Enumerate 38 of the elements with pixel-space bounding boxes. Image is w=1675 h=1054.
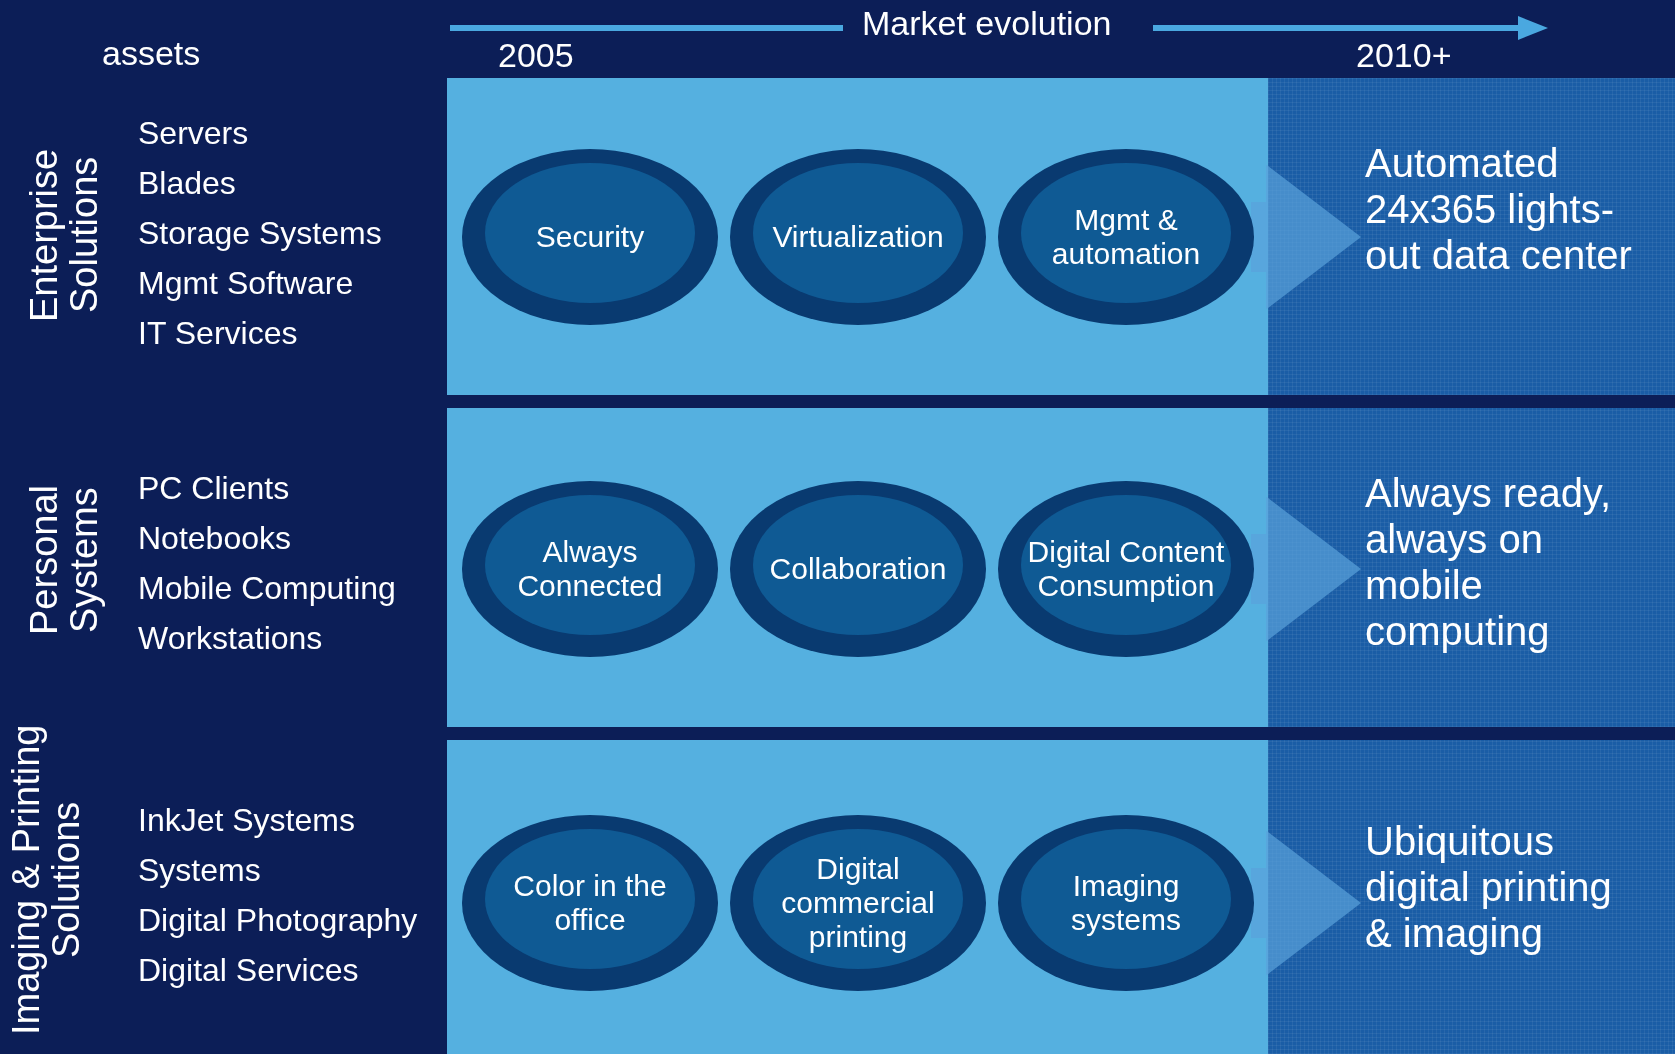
header-text: assets xyxy=(102,34,201,73)
list-item: Storage Systems xyxy=(138,215,382,252)
list-item: Blades xyxy=(138,165,236,202)
ellipse-node: Mgmt & automation xyxy=(997,148,1255,326)
list-item: Digital Services xyxy=(138,952,359,989)
list-item: Mgmt Software xyxy=(138,265,354,302)
category-heading: Personal Systems xyxy=(24,484,104,637)
ellipse-node: Digital Content Consumption xyxy=(997,480,1255,658)
list-item: InkJet Systems xyxy=(138,802,355,839)
ellipse-node: Digital commercial printing xyxy=(729,814,987,992)
block-arrow xyxy=(1251,830,1361,976)
list-item: Servers xyxy=(138,115,249,152)
outcome-text: Ubiquitous digital printing & imaging xyxy=(1365,818,1633,956)
list-item: Workstations xyxy=(138,620,323,657)
row-band xyxy=(447,408,1268,727)
row-band xyxy=(447,78,1268,395)
block-arrow xyxy=(1251,164,1361,310)
list-item: IT Services xyxy=(138,315,298,352)
category-heading: Enterprise Solutions xyxy=(24,147,104,324)
ellipse-node: Virtualization xyxy=(729,148,987,326)
list-item: PC Clients xyxy=(138,470,290,507)
list-item: Digital Photography xyxy=(138,902,418,939)
ellipse-node: Security xyxy=(461,148,719,326)
list-item: Notebooks xyxy=(138,520,291,557)
ellipse-node: Always Connected xyxy=(461,480,719,658)
row-band xyxy=(447,740,1268,1054)
year-label: 2010+ xyxy=(1356,36,1452,75)
list-item: Mobile Computing xyxy=(138,570,396,607)
block-arrow xyxy=(1251,496,1361,642)
ellipse-node: Color in the office xyxy=(461,814,719,992)
list-item: Systems xyxy=(138,852,261,889)
ellipse-node: Imaging systems xyxy=(997,814,1255,992)
year-label: 2005 xyxy=(498,36,574,75)
ellipse-node: Collaboration xyxy=(729,480,987,658)
outcome-text: Always ready, always on mobile computing xyxy=(1365,470,1633,654)
category-heading: Imaging & Printing Solutions xyxy=(6,723,86,1038)
outcome-text: Automated 24x365 lights-out data center xyxy=(1365,140,1633,278)
header-text: Market evolution xyxy=(862,4,1112,43)
